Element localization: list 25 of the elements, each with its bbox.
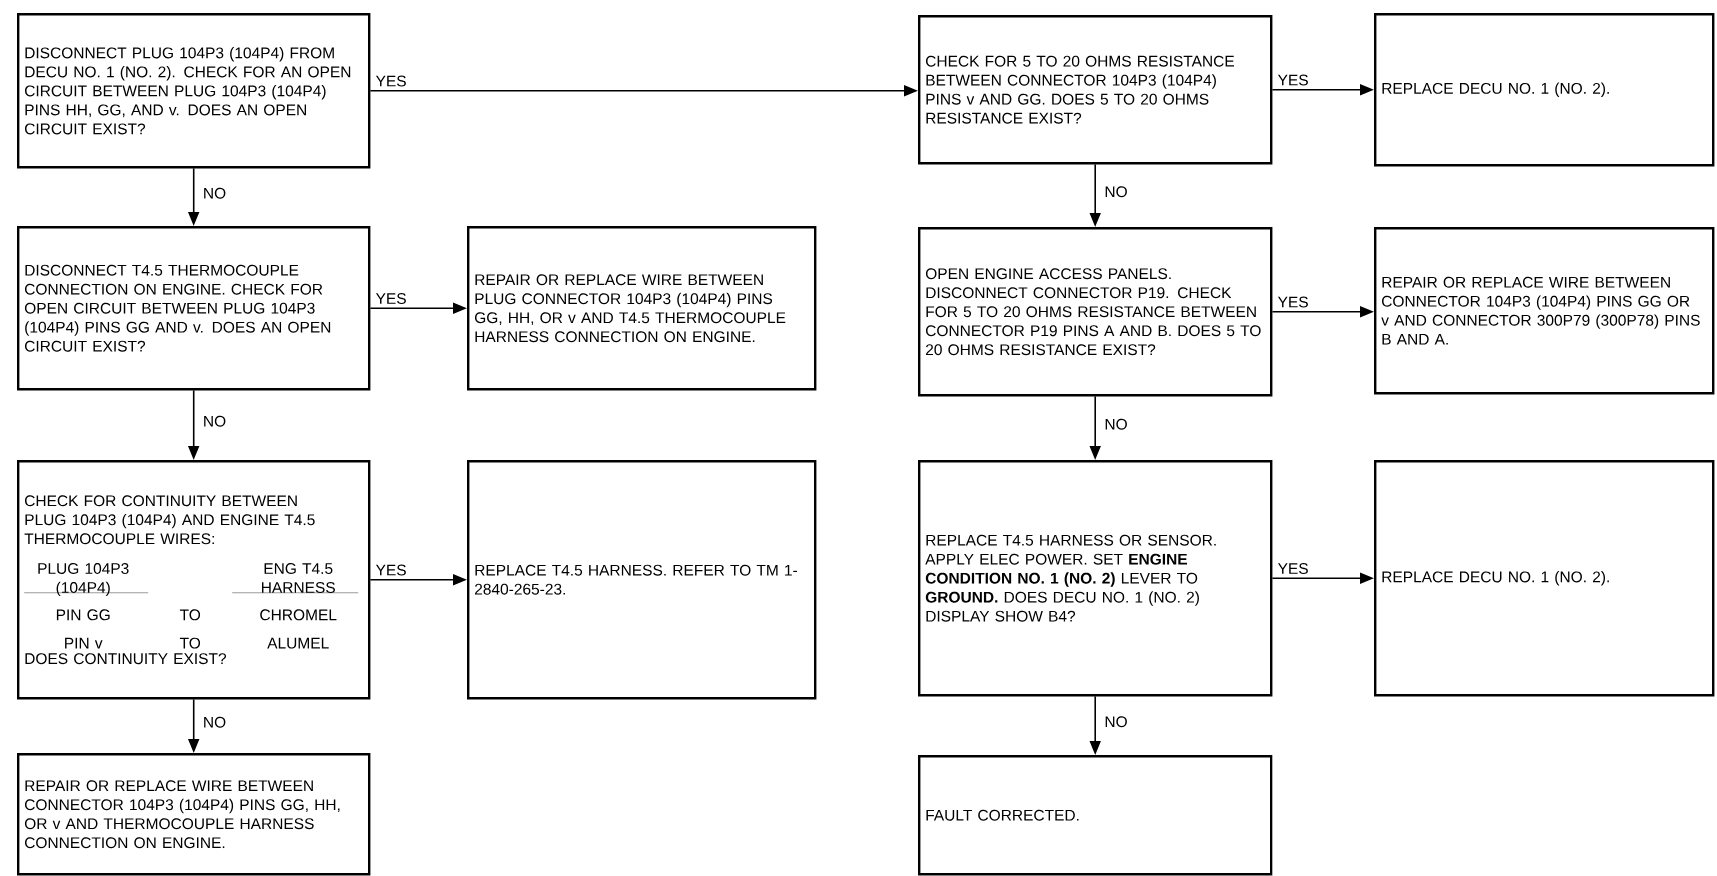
edge-label: YES: [1276, 295, 1310, 309]
edge-label: NO: [201, 414, 228, 428]
process-box: CHECK FOR 5 TO 20 OHMS RESISTANCE BETWEEN CONNECTOR 104P3 (104P4) PINS v AND GG. DOES 5 TO 20 OHMS RESISTANCE EXIST?: [918, 15, 1273, 165]
edge-label: NO: [1103, 715, 1129, 729]
process-box: REPAIR OR REPLACE WIRE BETWEEN CONNECTOR 104P3 (104P4) PINS GG, HH, OR v AND THERMOCOUPLE HARNESS CONNECTION ON ENGINE.: [17, 753, 371, 876]
edge-label: YES: [374, 563, 408, 577]
edge-label: YES: [374, 74, 408, 88]
process-box: REPAIR OR REPLACE WIRE BETWEEN PLUG CONNECTOR 104P3 (104P4) PINS GG, HH, OR v AND T4.5 THERMOCOUPLE HARNESS CONNECTION ON ENGINE.: [467, 226, 817, 391]
edge-label: NO: [201, 715, 228, 729]
process-box: OPEN ENGINE ACCESS PANELS. DISCONNECT CONNECTOR P19. CHECK FOR 5 TO 20 OHMS RESISTANCE BETWEEN CONNECTOR P19 PINS A AND B. DOES 5 TO 20 OHMS RESISTANCE EXIST?: [918, 227, 1273, 397]
process-box: FAULT CORRECTED.: [918, 755, 1273, 876]
process-box: REPLACE T4.5 HARNESS. REFER TO TM 1-2840-265-23.: [467, 460, 817, 700]
edge-label: YES: [1276, 562, 1310, 575]
process-box: DISCONNECT T4.5 THERMOCOUPLE CONNECTION ON ENGINE. CHECK FOR OPEN CIRCUIT BETWEEN PLUG 104P3 (104P4) PINS GG AND v. DOES AN OPEN CIRCUIT EXIST?: [17, 226, 371, 391]
process-box: REPAIR OR REPLACE WIRE BETWEEN CONNECTOR 104P3 (104P4) PINS GG OR v AND CONNECTOR 300P79 (300P78) PINS B AND A.: [1374, 227, 1715, 395]
process-box: DISCONNECT PLUG 104P3 (104P4) FROM DECU NO. 1 (NO. 2). CHECK FOR AN OPEN CIRCUIT BETWEEN PLUG 104P3 (104P4) PINS HH, GG, AND v. DOES AN OPEN CIRCUIT EXIST?: [17, 13, 371, 169]
edge-label: YES: [1276, 73, 1310, 87]
process-box: CHECK FOR CONTINUITY BETWEEN PLUG 104P3 (104P4) AND ENGINE T4.5 THERMOCOUPLE WIRES: PLUG 104P3 (104P4) ENG T4.5 HARNESS PIN GG TO CHROMEL PIN v TO ALUMEL DOES CONTINUITY EXIST?: [17, 460, 371, 700]
process-box: REPLACE DECU NO. 1 (NO. 2).: [1374, 460, 1715, 697]
edge-label: NO: [1103, 417, 1129, 431]
edge-label: YES: [374, 292, 408, 305]
edge-label: NO: [201, 186, 228, 200]
process-box: REPLACE T4.5 HARNESS OR SENSOR. APPLY ELEC POWER. SET ENGINE CONDITION NO. 1 (NO. 2) LEVER TO GROUND. DOES DECU NO. 1 (NO. 2) DISPLAY SHOW B4?: [918, 460, 1273, 697]
edge-label: NO: [1103, 185, 1129, 199]
process-box: REPLACE DECU NO. 1 (NO. 2).: [1374, 13, 1715, 167]
